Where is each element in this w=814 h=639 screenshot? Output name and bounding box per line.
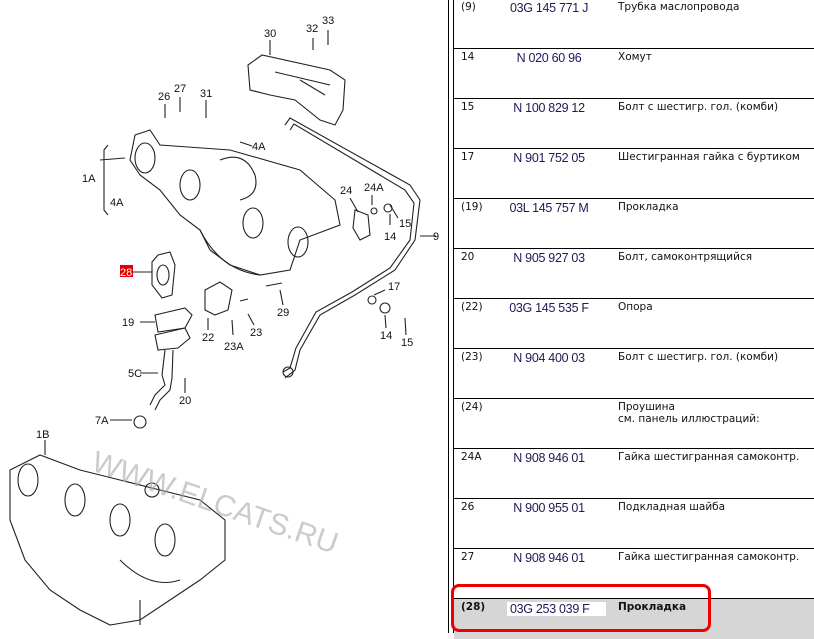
callout-5c[interactable]: 5C <box>128 368 142 380</box>
callout-14[interactable]: 14 <box>384 231 396 243</box>
part-name: Подкладная шайба <box>618 501 726 513</box>
position: (22) <box>461 301 483 313</box>
part-number[interactable]: 03G 253 039 F <box>507 602 606 616</box>
exhaust-manifold-1b-part <box>9 454 226 626</box>
position: 17 <box>461 151 475 163</box>
part-name: Шестигранная гайка с буртиком <box>618 151 800 163</box>
part-name: Опора <box>618 301 653 313</box>
part-name: Гайка шестигранная самоконтр. <box>618 551 800 563</box>
part-name: Болт, самоконтрящийся <box>618 251 753 263</box>
callout-1b[interactable]: 1B <box>36 429 49 441</box>
callout-20[interactable]: 20 <box>179 395 191 407</box>
position: 26 <box>461 501 475 513</box>
callout-26[interactable]: 26 <box>158 91 170 103</box>
part-number[interactable]: N 901 752 05 <box>513 151 585 165</box>
table-row[interactable]: 24A N 908 946 01 Гайка шестигранная самоко… <box>454 449 814 499</box>
table-row[interactable]: 26 N 900 955 01 Подкладная шайба <box>454 499 814 549</box>
callout-24[interactable]: 24 <box>340 185 352 197</box>
gasket-28-part <box>151 251 176 299</box>
table-row[interactable]: (19) 03L 145 757 M Прокладка <box>454 199 814 249</box>
position: 24A <box>461 451 482 463</box>
position: (19) <box>461 201 483 213</box>
part-number[interactable]: 03L 145 757 M <box>509 201 589 215</box>
watermark: WWW.ELCATS.RU <box>88 445 342 560</box>
part-name: Болт с шестигр. гол. (комби) <box>618 351 779 363</box>
callout-24a[interactable]: 24A <box>364 182 384 194</box>
callout-9[interactable]: 9 <box>433 231 439 243</box>
part-name: Хомут <box>618 51 652 63</box>
position: (24) <box>461 401 483 413</box>
table-row[interactable]: 20 N 905 927 03 Болт, самоконтрящийся <box>454 249 814 299</box>
part-name: Прокладка <box>618 601 687 613</box>
position: 20 <box>461 251 475 263</box>
callout-4a[interactable]: 4A <box>110 197 124 209</box>
divider <box>453 0 454 633</box>
table-row[interactable]: 14 N 020 60 96 Хомут <box>454 49 814 99</box>
divider <box>448 0 449 633</box>
callout-27[interactable]: 27 <box>174 83 186 95</box>
part-number[interactable]: N 020 60 96 <box>516 51 582 65</box>
part-name: Болт с шестигр. гол. (комби) <box>618 101 779 113</box>
callout-28-highlight <box>120 265 133 277</box>
part-number[interactable]: N 908 946 01 <box>513 451 585 465</box>
position: 14 <box>461 51 475 63</box>
callout-31[interactable]: 31 <box>200 88 212 100</box>
callout-4a-top[interactable]: 4A <box>252 141 266 153</box>
callout-15[interactable]: 15 <box>399 218 411 230</box>
callout-22[interactable]: 22 <box>202 332 214 344</box>
part-number[interactable]: 03G 145 535 F <box>509 301 589 315</box>
callout-17[interactable]: 17 <box>388 281 400 293</box>
part-note: см. панель иллюстраций: <box>618 413 760 425</box>
part-name-text: Проушина <box>618 401 675 413</box>
part-number[interactable]: N 908 946 01 <box>513 551 585 565</box>
part-number[interactable]: N 905 927 03 <box>513 251 585 265</box>
part-number[interactable]: 03G 145 771 J <box>509 1 589 15</box>
part-number[interactable]: N 900 955 01 <box>513 501 585 515</box>
callout-7a[interactable]: 7A <box>95 415 109 427</box>
callout-23a[interactable]: 23A <box>224 341 244 353</box>
position: (9) <box>461 1 476 13</box>
table-row[interactable]: (22) 03G 145 535 F Опора <box>454 299 814 349</box>
table-row[interactable]: 15 N 100 829 12 Болт с шестигр. гол. (комб… <box>454 99 814 149</box>
callout-15b[interactable]: 15 <box>401 337 413 349</box>
callout-29[interactable]: 29 <box>277 307 289 319</box>
position: 27 <box>461 551 475 563</box>
parts-diagram: 30 32 33 26 27 31 4A 1A 4A 24 24A 15 14 … <box>9 15 439 626</box>
callout-14b[interactable]: 14 <box>380 330 392 342</box>
table-row[interactable]: (9) 03G 145 771 J Трубка маслопровода <box>454 0 814 49</box>
heat-shield-part <box>247 54 346 126</box>
part-name: Гайка шестигранная самоконтр. <box>618 451 800 463</box>
callout-28[interactable]: 28 <box>120 267 132 279</box>
part-name: Трубка маслопровода <box>618 1 740 13</box>
table-row-selected[interactable]: (28) 03G 253 039 F Прокладка <box>454 599 814 639</box>
callout-32[interactable]: 32 <box>306 23 318 35</box>
parts-table: (9) 03G 145 771 J Трубка маслопровода 14 N … <box>454 0 814 639</box>
position: 15 <box>461 101 475 113</box>
callout-1a[interactable]: 1A <box>82 173 96 185</box>
callout-33[interactable]: 33 <box>322 15 334 27</box>
table-row[interactable]: 17 N 901 752 05 Шестигранная гайка с бурти… <box>454 149 814 199</box>
part-number[interactable]: N 904 400 03 <box>513 351 585 365</box>
part-number[interactable]: N 100 829 12 <box>513 101 585 115</box>
table-row[interactable]: 27 N 908 946 01 Гайка шестигранная самокон… <box>454 549 814 599</box>
position: (23) <box>461 351 483 363</box>
callout-19[interactable]: 19 <box>122 317 134 329</box>
position: (28) <box>461 601 486 613</box>
callout-30[interactable]: 30 <box>264 28 276 40</box>
part-name: Прокладка <box>618 201 679 213</box>
table-row[interactable]: (23) N 904 400 03 Болт с шестигр. гол. (ко… <box>454 349 814 399</box>
exhaust-manifold-part <box>129 129 341 276</box>
callout-23[interactable]: 23 <box>250 327 262 339</box>
exploded-view-drawing: 30 32 33 26 27 31 4A 1A 4A 24 24A 15 14 … <box>9 15 439 626</box>
